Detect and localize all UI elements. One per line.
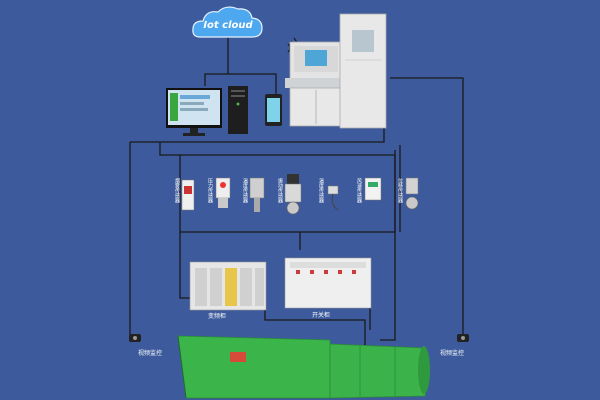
sensor-label-1: 烟雾传感器	[174, 178, 180, 203]
cloud-icon	[192, 6, 263, 38]
inverter-cabinet	[189, 261, 267, 311]
sensor-label-7: 位移传感器	[397, 178, 403, 203]
switch-cabinet-label: 开关柜	[312, 312, 331, 319]
temperature-probe	[327, 185, 339, 211]
temperature-sensor	[249, 177, 265, 212]
sensor-label-2: 压力传感器	[207, 178, 213, 203]
smoke-sensor	[181, 179, 195, 211]
displacement-sensor	[405, 177, 419, 210]
mine-fan	[177, 335, 430, 399]
pc-tower	[228, 86, 248, 134]
vibration-sensor	[284, 174, 302, 215]
cloud-label: Iot cloud	[203, 20, 253, 31]
camera-right	[457, 334, 469, 342]
iot-cloud	[192, 6, 263, 38]
wind-speed-sensor	[364, 177, 382, 201]
camera-right-label: 视频监控	[440, 350, 465, 357]
desktop-computer	[166, 86, 282, 136]
pressure-sensor	[215, 177, 231, 208]
switch-cabinet	[284, 257, 372, 309]
sensor-row	[181, 174, 419, 215]
sensor-label-4: 振动传感器	[277, 178, 283, 203]
inverter-cabinet-label: 变频柜	[208, 313, 227, 320]
camera-left-label: 视频监控	[138, 350, 163, 357]
sensor-label-6: 风速传感器	[356, 178, 362, 203]
camera-left	[129, 334, 141, 342]
control-console	[285, 13, 387, 129]
sensor-label-3: 温度传感器	[242, 178, 248, 203]
sensor-label-5: 温度传感器	[318, 178, 324, 203]
wiring	[129, 36, 464, 345]
